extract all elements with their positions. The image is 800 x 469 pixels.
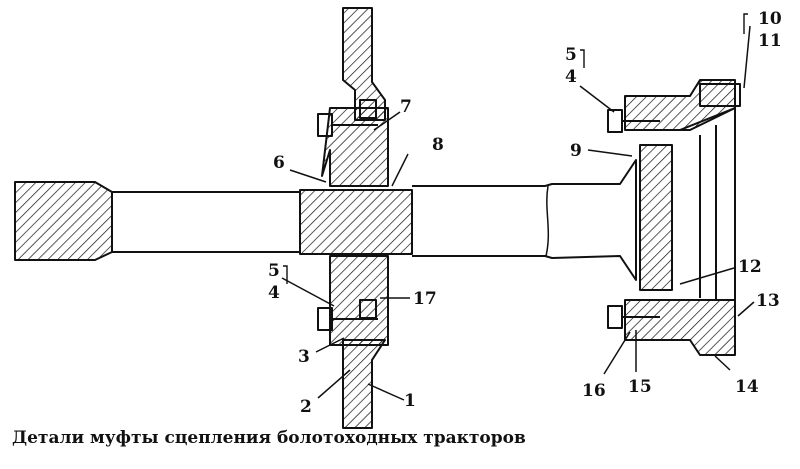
bolt-top-right bbox=[699, 83, 741, 107]
callout-5: 5 bbox=[268, 261, 280, 281]
callout-14: 14 bbox=[735, 377, 759, 397]
conical-cup bbox=[679, 107, 736, 301]
figure-caption: Детали муфты сцепления болотоходных трак… bbox=[12, 428, 526, 448]
callout-9: 9 bbox=[570, 141, 582, 161]
callout-5-right: 5 bbox=[565, 45, 577, 65]
shaft-break-line bbox=[545, 185, 550, 257]
callout-13: 13 bbox=[756, 291, 780, 311]
callout-11: 11 bbox=[758, 31, 782, 51]
shaft-body bbox=[112, 191, 301, 253]
callout-2: 2 bbox=[300, 397, 312, 417]
bolt-right-upper bbox=[607, 109, 623, 133]
callout-4-right: 4 bbox=[565, 67, 577, 87]
spline-block bbox=[639, 144, 673, 291]
disc-upper bbox=[342, 7, 386, 121]
callout-17: 17 bbox=[413, 289, 437, 309]
flange-housing-upper bbox=[624, 79, 736, 131]
callout-16: 16 bbox=[582, 381, 606, 401]
callout-8: 8 bbox=[432, 135, 444, 155]
shaft-hub-section bbox=[299, 189, 413, 255]
callout-15: 15 bbox=[628, 377, 652, 397]
nut-upper bbox=[359, 99, 377, 119]
shaft-right bbox=[412, 159, 637, 281]
nut-lower bbox=[359, 299, 377, 319]
callout-6: 6 bbox=[273, 153, 285, 173]
flange-housing-lower bbox=[624, 299, 736, 356]
callout-4: 4 bbox=[268, 283, 280, 303]
callout-10: 10 bbox=[758, 9, 782, 29]
callout-12: 12 bbox=[738, 257, 762, 277]
callout-3: 3 bbox=[298, 347, 310, 367]
bolt-right-lower bbox=[607, 305, 623, 329]
disc-lower bbox=[342, 339, 386, 429]
hub-upper bbox=[321, 107, 389, 187]
callout-1: 1 bbox=[404, 391, 416, 411]
callout-7: 7 bbox=[400, 97, 412, 117]
shaft-end-left bbox=[14, 181, 113, 261]
